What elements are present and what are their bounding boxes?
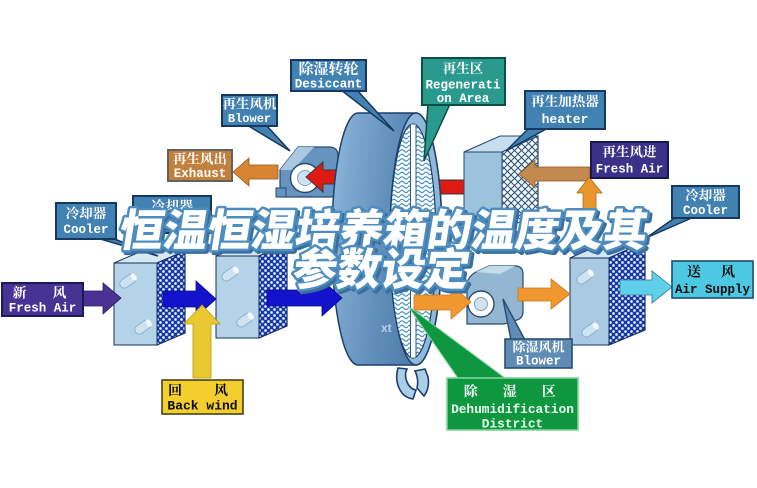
cooler-right-label-pointer — [645, 216, 695, 239]
rotor-segment-piece — [395, 367, 430, 400]
label-back-wind-en: Back wind — [167, 399, 237, 414]
label-back-wind-zh: 回 风 — [168, 380, 237, 400]
label-regen-heater: 再生加热器 heater — [524, 90, 606, 130]
label-regen-area-en2: on Area — [437, 92, 490, 106]
supply-cooler-pipe-stub-2 — [581, 322, 599, 338]
label-dehumid-blower: 除湿风机 Blower — [504, 337, 573, 369]
label-regen-heater-box — [524, 90, 606, 130]
label-regen-fresh-air-zh: 再生风进 — [603, 141, 657, 161]
label-air-supply-en: Air Supply — [675, 283, 751, 297]
label-desiccant-en: Desiccant — [295, 78, 363, 92]
dehumidification-blower-unit — [466, 265, 524, 325]
label-regen-area-zh: 再生区 — [443, 57, 484, 77]
exhaust-air-arrow — [232, 157, 279, 187]
label-regen-area-box — [421, 57, 506, 106]
coil1-pipe-stub-2 — [134, 319, 152, 335]
supply-air-arrow — [619, 270, 673, 304]
label-cooler-right: 冷却器 Cooler — [671, 184, 740, 219]
rotor-segment-left — [395, 367, 418, 400]
return-air-arrow — [183, 304, 221, 379]
label-air-supply-box — [671, 260, 754, 299]
label-regen-blower-en: Blower — [228, 112, 271, 126]
regen-blower-label-pointer — [244, 124, 291, 152]
supply-cooler-pipe-stub-1 — [576, 269, 594, 285]
label-air-supply: 送 风 Air Supply — [671, 260, 754, 299]
label-dehumid-district-zh: 除 湿 区 — [464, 381, 562, 401]
label-desiccant-box — [290, 59, 367, 92]
label-back-wind-box — [161, 379, 244, 415]
label-cooler-mid-box — [132, 195, 212, 234]
heater-front-face — [463, 151, 503, 230]
label-exhaust: 再生风出 Exhaust — [167, 148, 233, 182]
label-regen-heater-en: heater — [542, 112, 589, 127]
label-regen-fresh-air: 再生风进 Fresh Air — [590, 141, 669, 179]
label-back-wind: 回 风 Back wind — [161, 379, 244, 415]
label-cooler-left-en: Cooler — [63, 223, 108, 237]
label-air-supply-zh: 送 风 — [687, 262, 738, 282]
fresh-air-arrow — [81, 282, 122, 315]
watermark-text: xt — [381, 321, 392, 335]
label-dehumid-district-en1: Dehumidification — [451, 402, 574, 417]
label-regen-fresh-air-box — [590, 141, 669, 179]
label-exhaust-box — [167, 149, 233, 182]
label-regen-heater-zh: 再生加热器 — [531, 90, 599, 110]
label-dehumid-district: 除 湿 区 Dehumidification District — [446, 377, 579, 432]
label-regen-fresh-air-en: Fresh Air — [596, 163, 664, 177]
label-cooler-right-box — [671, 185, 740, 219]
label-cooler-mid-en: Cooler — [149, 217, 194, 231]
label-desiccant: 除湿转轮 Desiccant — [290, 58, 367, 92]
page-title-line2-shadow: 参数设定 — [291, 237, 477, 301]
label-cooler-mid-zh: 冷却器 — [151, 196, 193, 216]
label-dehumid-blower-zh: 除湿风机 — [512, 337, 564, 356]
regen-area-label-pointer — [423, 103, 452, 162]
page-title: 恒温恒湿培养箱的温度及其 参数设定 恒温恒湿培养箱的温度及其 参数设定 — [113, 193, 658, 303]
label-fresh-air: 新 风 Fresh Air — [1, 282, 84, 317]
rotor-segment-right — [413, 368, 430, 398]
label-fresh-air-box — [1, 282, 84, 317]
label-regen-area: 再生区 Regenerati on Area — [421, 57, 506, 106]
process-air-arrow-2 — [266, 279, 343, 317]
dry-air-arrow-1 — [413, 284, 472, 320]
page-title-line1: 恒温恒湿培养箱的温度及其 — [116, 195, 654, 259]
label-cooler-left-zh: 冷却器 — [66, 202, 107, 222]
label-regen-area-en1: Regenerati — [425, 79, 500, 93]
label-cooler-left: 冷却器 Cooler — [55, 202, 117, 240]
dry-air-arrow-2 — [517, 278, 571, 310]
label-fresh-air-zh: 新 风 — [13, 283, 73, 303]
regen-air-to-heater-arrow — [518, 159, 591, 189]
label-dehumid-blower-box — [504, 338, 573, 369]
label-regen-blower-box — [221, 94, 278, 127]
wheel-face-divider — [410, 124, 417, 358]
label-regen-blower: 再生风机 Blower — [221, 93, 278, 127]
regeneration-blower-mount — [275, 187, 287, 198]
dehumid-blower-inlet-hub — [474, 297, 488, 311]
label-exhaust-zh: 再生风出 — [173, 148, 227, 168]
label-dehumid-district-box — [446, 377, 579, 431]
label-cooler-right-zh: 冷却器 — [685, 184, 726, 204]
label-regen-blower-zh: 再生风机 — [223, 93, 277, 113]
label-cooler-right-en: Cooler — [683, 204, 728, 218]
regeneration-heater-unit — [463, 135, 539, 230]
label-cooler-mid: 冷却器 Cooler — [132, 195, 212, 234]
label-dehumid-blower-en: Blower — [516, 355, 561, 369]
dehumid-blower-top-face — [476, 266, 515, 274]
label-fresh-air-en: Fresh Air — [9, 302, 77, 316]
label-cooler-left-box — [55, 202, 117, 240]
label-exhaust-en: Exhaust — [174, 167, 227, 181]
label-desiccant-zh: 除湿转轮 — [298, 58, 358, 79]
page-title-line2: 参数设定 — [289, 234, 475, 298]
coil1-pipe-stub-1 — [119, 273, 137, 289]
regeneration-blower-top-face — [280, 147, 314, 170]
page-title-line1-shadow: 恒温恒湿培养箱的温度及其 — [118, 198, 656, 262]
label-dehumid-district-en2: District — [482, 417, 543, 432]
regeneration-blower-unit — [275, 146, 339, 198]
